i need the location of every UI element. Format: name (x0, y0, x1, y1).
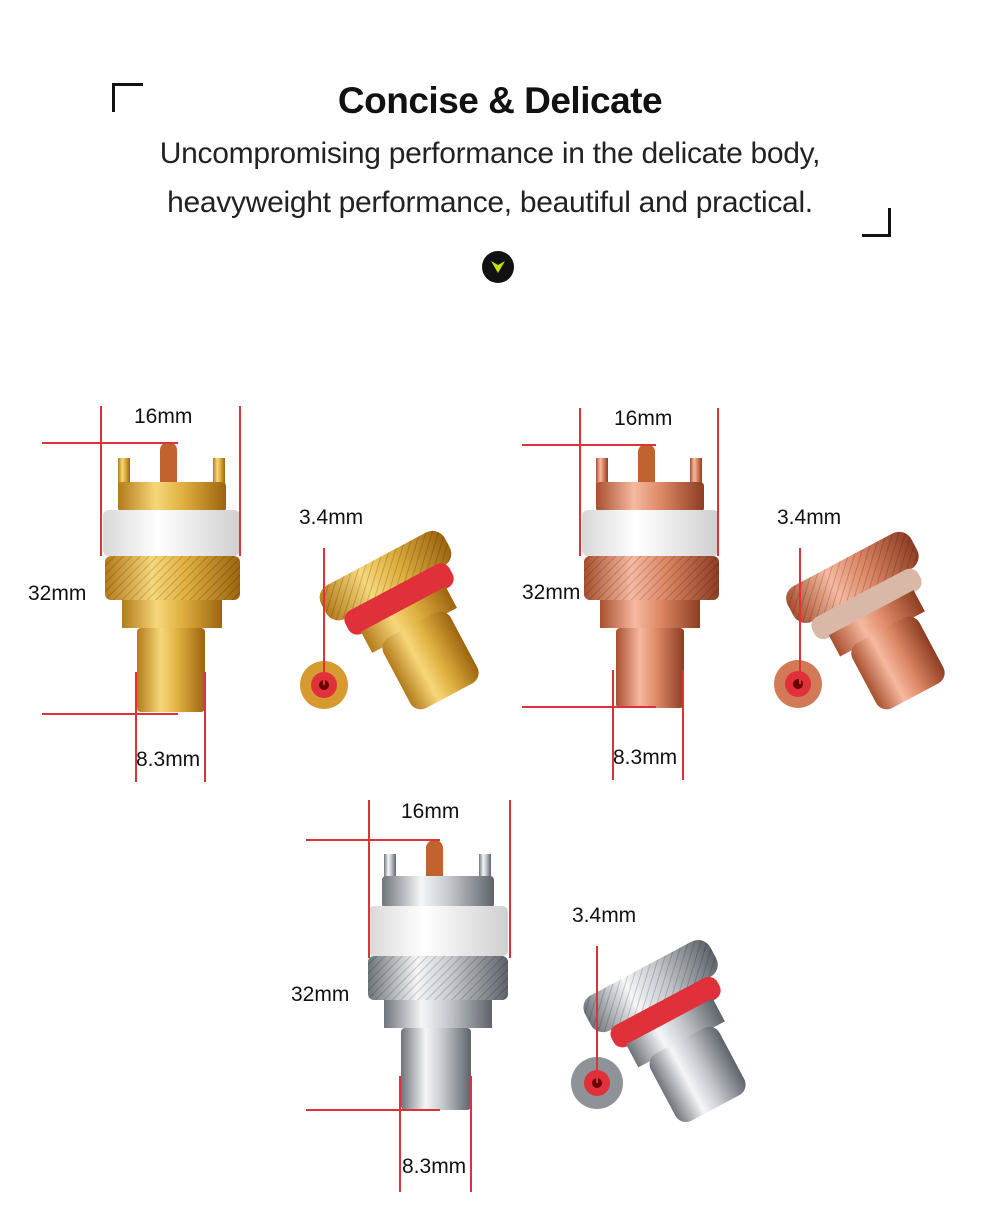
subtitle-line-1: Uncompromising performance in the delica… (159, 137, 821, 170)
page-title: Concise & Delicate (337, 80, 663, 121)
silver-pin-label: 3.4mm (572, 904, 637, 927)
copper-pin-label: 3.4mm (777, 506, 842, 529)
copper-jack-front (582, 444, 719, 708)
dimension-lines (42, 406, 801, 1192)
gold-base-label: 8.3mm (136, 748, 201, 771)
corner-bracket-bottom-right (862, 208, 891, 237)
gold-height-label: 32mm (28, 582, 87, 605)
gold-width-label: 16mm (134, 405, 193, 428)
copper-width-label: 16mm (614, 407, 673, 430)
silver-height-label: 32mm (291, 983, 350, 1006)
gold-pin-label: 3.4mm (299, 506, 364, 529)
chevron-down-icon (482, 251, 514, 283)
gold-jack-front (103, 442, 240, 712)
copper-jack-angled (786, 531, 945, 710)
silver-width-label: 16mm (401, 800, 460, 823)
copper-base-label: 8.3mm (613, 746, 678, 769)
copper-height-label: 32mm (522, 581, 581, 604)
gold-jack-angled (319, 530, 479, 710)
subtitle-line-2: heavyweight performance, beautiful and p… (167, 186, 813, 219)
corner-bracket-top-left (112, 83, 143, 112)
silver-jack-angled (583, 940, 746, 1123)
silver-jack-front (368, 840, 508, 1110)
silver-base-label: 8.3mm (402, 1155, 467, 1178)
